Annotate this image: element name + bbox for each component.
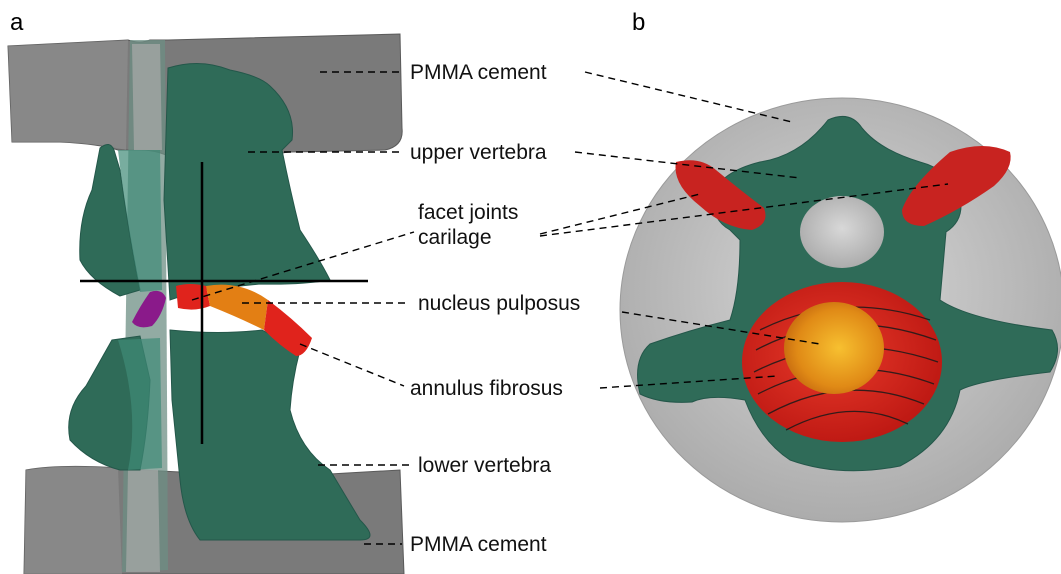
labels: PMMA cement upper vertebra facet joints … — [410, 61, 580, 556]
top-view-nucleus-pulposus — [784, 302, 884, 394]
panel-letter-b: b — [632, 9, 645, 36]
label-nucleus-pulposus: nucleus pulposus — [418, 292, 580, 315]
panel-b: b — [620, 9, 1061, 522]
label-upper-vertebra: upper vertebra — [410, 141, 547, 164]
label-pmma-cement-top: PMMA cement — [410, 61, 547, 84]
label-annulus-fibrosus: annulus fibrosus — [410, 377, 563, 400]
panel-a: a — [8, 9, 404, 574]
label-carilage: carilage — [418, 226, 492, 249]
label-pmma-cement-bottom: PMMA cement — [410, 533, 547, 556]
vertebral-foramen — [800, 196, 884, 268]
side-annulus-fibrosus-front — [176, 284, 210, 310]
side-nucleus-pulposus — [206, 285, 268, 330]
label-lower-vertebra: lower vertebra — [418, 454, 551, 477]
label-facet-joints: facet joints — [418, 201, 518, 224]
panel-letter-a: a — [10, 9, 24, 36]
